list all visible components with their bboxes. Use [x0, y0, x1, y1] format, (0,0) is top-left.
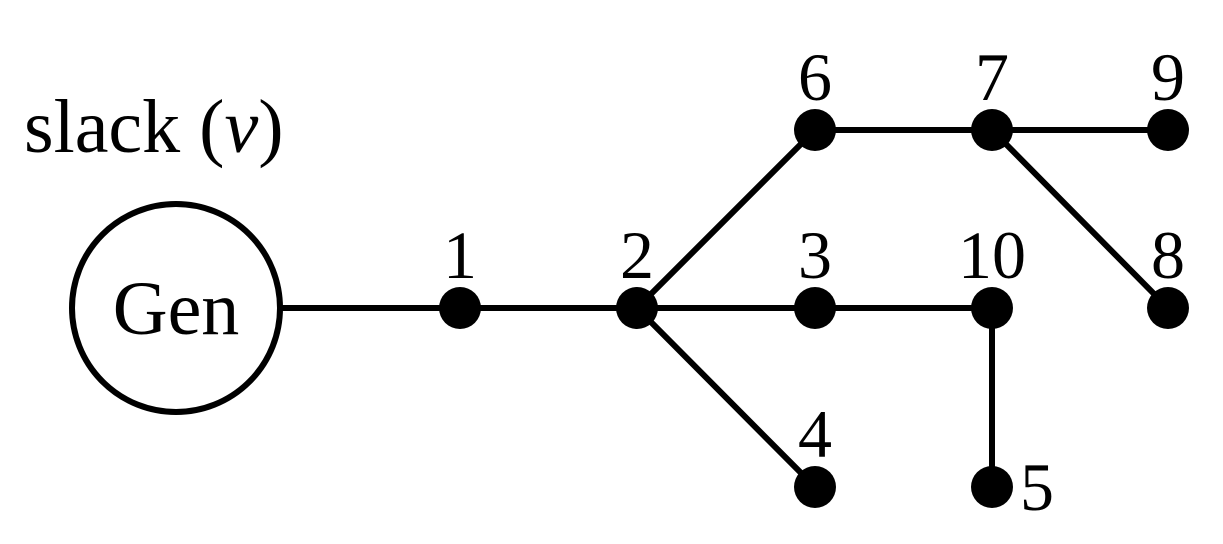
bus-label-7: 7 — [975, 39, 1009, 115]
bus-label-8: 8 — [1151, 217, 1185, 293]
bus-node-6 — [794, 109, 836, 151]
edge-7-8 — [989, 127, 1171, 311]
bus-node-4 — [794, 466, 836, 508]
slack-variable: v — [224, 85, 258, 169]
bus-label-4: 4 — [798, 396, 832, 472]
edge-2-6 — [634, 127, 818, 311]
bus-node-1 — [439, 287, 481, 329]
slack-label: slack (v) — [24, 85, 284, 169]
bus-label-6: 6 — [798, 39, 832, 115]
bus-node-8 — [1147, 287, 1189, 329]
slack-prefix: slack ( — [24, 85, 224, 169]
edge-2-4 — [634, 305, 818, 490]
bus-node-7 — [971, 109, 1013, 151]
bus-label-3: 3 — [798, 217, 832, 293]
bus-node-2 — [616, 287, 658, 329]
bus-label-10: 10 — [958, 217, 1026, 293]
nodes — [439, 109, 1189, 508]
generator-circle — [69, 201, 283, 415]
bus-node-3 — [794, 287, 836, 329]
generator-label: Gen — [113, 267, 240, 351]
bus-node-10 — [971, 287, 1013, 329]
bus-label-2: 2 — [620, 217, 654, 293]
slack-suffix: ) — [258, 85, 283, 169]
bus-node-9 — [1147, 109, 1189, 151]
bus-label-9: 9 — [1151, 39, 1185, 115]
bus-node-5 — [971, 466, 1013, 508]
bus-label-5: 5 — [1020, 449, 1054, 525]
node-labels: 1 2 3 4 5 6 7 8 9 10 — [443, 39, 1185, 525]
bus-label-1: 1 — [443, 217, 477, 293]
edges — [277, 127, 1171, 490]
